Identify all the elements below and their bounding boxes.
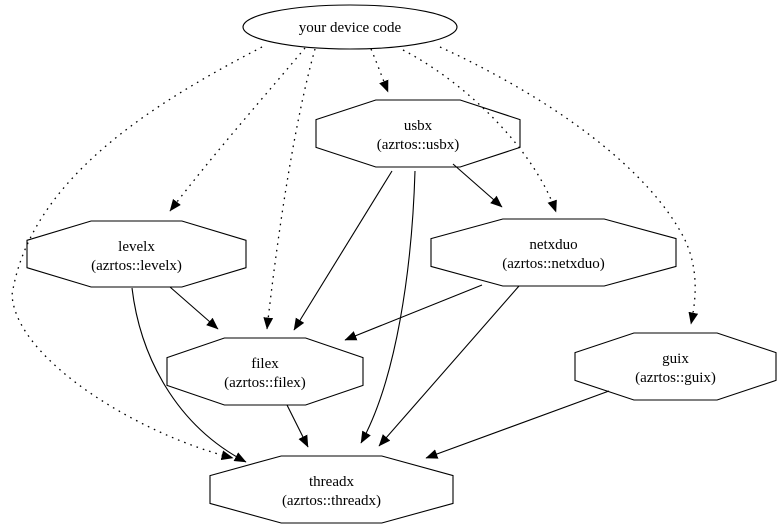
threadx-title: threadx (309, 474, 354, 490)
edge-device-levelx (169, 47, 306, 212)
threadx-subtitle: (azrtos::threadx) (282, 493, 381, 509)
edge-device-usbx (370, 48, 389, 93)
netxduo-subtitle: (azrtos::netxduo) (502, 256, 604, 272)
filex-octagon (166, 337, 364, 406)
levelx-subtitle: (azrtos::levelx) (91, 258, 182, 274)
guix-subtitle: (azrtos::guix) (635, 370, 716, 386)
guix-title: guix (662, 351, 689, 367)
node-guix: guix (azrtos::guix) (574, 332, 777, 401)
filex-subtitle: (azrtos::filex) (224, 375, 306, 391)
edge-usbx-netxduo (452, 163, 503, 208)
device-code-ellipse (242, 4, 458, 50)
device-code-label: your device code (299, 20, 402, 36)
usbx-title: usbx (404, 118, 433, 134)
netxduo-title: netxduo (529, 237, 577, 253)
filex-title: filex (251, 356, 279, 372)
node-threadx: threadx (azrtos::threadx) (209, 455, 454, 524)
solid-edges (131, 163, 610, 463)
threadx-octagon (209, 455, 454, 524)
node-usbx: usbx (azrtos::usbx) (315, 99, 521, 168)
edge-guix-threadx (425, 390, 610, 459)
usbx-octagon (315, 99, 521, 168)
edge-levelx-filex (169, 286, 219, 330)
edge-device-filex (263, 48, 316, 330)
edge-netxduo-filex (344, 284, 483, 341)
levelx-title: levelx (118, 239, 155, 255)
levelx-octagon (26, 220, 247, 288)
node-levelx: levelx (azrtos::levelx) (26, 220, 247, 288)
usbx-subtitle: (azrtos::usbx) (377, 137, 459, 153)
netxduo-octagon (430, 218, 677, 287)
edge-filex-threadx (286, 404, 309, 448)
edge-usbx-filex (293, 170, 393, 331)
edge-netxduo-threadx (378, 285, 520, 447)
edge-usbx-threadx (360, 170, 416, 444)
dotted-edges (11, 46, 699, 461)
node-filex: filex (azrtos::filex) (166, 337, 364, 406)
edge-levelx-threadx (131, 287, 247, 463)
node-device-code: your device code (242, 4, 458, 50)
node-netxduo: netxduo (azrtos::netxduo) (430, 218, 677, 287)
guix-octagon (574, 332, 777, 401)
